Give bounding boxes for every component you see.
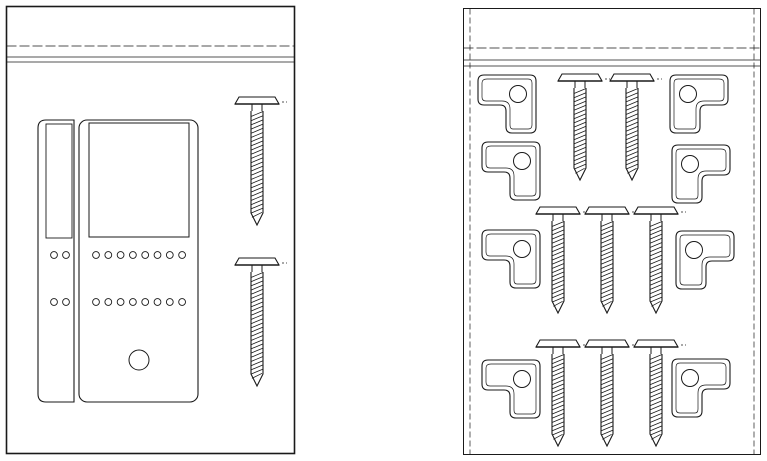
right-screw-7-shank bbox=[600, 354, 614, 448]
right-screw-4 bbox=[584, 206, 637, 315]
right-screw-3-head bbox=[535, 206, 581, 215]
bracket-3-hole bbox=[513, 152, 531, 170]
call-button bbox=[128, 349, 150, 371]
side-button-row1-2 bbox=[62, 251, 70, 259]
bracket-4 bbox=[671, 144, 731, 204]
left-screws bbox=[234, 96, 287, 388]
left-parts-bag bbox=[5, 5, 296, 455]
right-screw-4-head bbox=[584, 206, 630, 215]
right-screw-8-head bbox=[633, 339, 679, 348]
right-screw-4-thread bbox=[600, 221, 614, 307]
monitor-button-row2-1 bbox=[92, 298, 100, 306]
monitor-button-row2-6 bbox=[153, 298, 162, 306]
right-screw-6 bbox=[535, 339, 588, 448]
monitor-buttons bbox=[92, 251, 186, 306]
right-screw-7 bbox=[584, 339, 637, 448]
right-screw-3 bbox=[535, 206, 588, 315]
right-screw-2-thread bbox=[625, 88, 639, 174]
side-button-row2-1 bbox=[50, 298, 58, 306]
right-screw-3-thread bbox=[551, 221, 565, 307]
monitor-button-row1-1 bbox=[92, 251, 100, 259]
bracket-3-outline bbox=[481, 141, 541, 201]
side-button-row2-2 bbox=[62, 298, 70, 306]
right-screw-5-head bbox=[633, 206, 679, 215]
monitor-button-row2-2 bbox=[104, 298, 113, 306]
monitor-screen bbox=[88, 122, 190, 238]
bracket-2-hole bbox=[679, 85, 697, 103]
right-screw-1-thread bbox=[573, 88, 587, 174]
right-screw-1-head bbox=[557, 73, 603, 82]
left-screw-1 bbox=[234, 96, 287, 227]
bracket-5 bbox=[481, 229, 541, 289]
monitor-button-row2-3 bbox=[116, 298, 125, 306]
handset-window bbox=[45, 123, 73, 239]
bracket-4-outline bbox=[671, 144, 731, 204]
bracket-8 bbox=[671, 358, 731, 418]
right-screw-7-thread bbox=[600, 354, 614, 440]
right-parts-bag bbox=[463, 8, 761, 455]
right-screw-8-thread bbox=[649, 354, 663, 440]
bracket-1-outline bbox=[477, 74, 537, 134]
left-screw-2 bbox=[234, 257, 287, 388]
side-button-row1-1 bbox=[50, 251, 58, 259]
monitor-body bbox=[78, 119, 199, 403]
bracket-6-hole bbox=[685, 241, 703, 259]
monitor-button-row1-7 bbox=[165, 251, 174, 259]
right-screw-4-shank bbox=[600, 221, 614, 315]
monitor-button-row1-8 bbox=[178, 251, 186, 259]
bracket-6 bbox=[675, 230, 735, 290]
left-screw-1-thread bbox=[250, 111, 264, 218]
bracket-2 bbox=[669, 74, 729, 134]
right-screw-1 bbox=[557, 73, 610, 182]
right-screw-2-shank bbox=[625, 88, 639, 182]
bracket-5-hole bbox=[513, 240, 531, 258]
right-screw-8-shank bbox=[649, 354, 663, 448]
bracket-3 bbox=[481, 141, 541, 201]
right-screw-5 bbox=[633, 206, 686, 315]
bracket-5-outline bbox=[481, 229, 541, 289]
bracket-1 bbox=[477, 74, 537, 134]
handset-side-panel bbox=[37, 119, 75, 403]
bracket-7-hole bbox=[513, 370, 531, 388]
monitor-button-row1-5 bbox=[141, 251, 150, 259]
right-screw-3-shank bbox=[551, 221, 565, 315]
left-screw-2-head bbox=[234, 257, 280, 266]
mounting-brackets bbox=[477, 74, 735, 419]
bracket-7 bbox=[481, 359, 541, 419]
bracket-7-outline bbox=[481, 359, 541, 419]
monitor-button-row2-8 bbox=[178, 298, 186, 306]
intercom-monitor-unit bbox=[37, 119, 199, 403]
side-panel-buttons bbox=[50, 251, 70, 306]
bracket-1-hole bbox=[509, 85, 527, 103]
right-screw-8 bbox=[633, 339, 686, 448]
bracket-6-outline bbox=[675, 230, 735, 290]
monitor-button-row1-2 bbox=[104, 251, 113, 259]
right-screw-2-head bbox=[609, 73, 655, 82]
bracket-2-outline bbox=[669, 74, 729, 134]
monitor-button-row1-6 bbox=[153, 251, 162, 259]
monitor-button-row2-4 bbox=[129, 298, 137, 306]
left-bag-outline bbox=[5, 5, 296, 455]
right-screw-5-thread bbox=[649, 221, 663, 307]
left-screw-1-head bbox=[234, 96, 280, 105]
right-screw-6-shank bbox=[551, 354, 565, 448]
right-screw-7-head bbox=[584, 339, 630, 348]
bracket-4-hole bbox=[681, 155, 699, 173]
monitor-button-row1-3 bbox=[116, 251, 125, 259]
right-screws bbox=[535, 73, 686, 448]
monitor-button-row1-4 bbox=[129, 251, 137, 259]
right-bag-outline bbox=[463, 8, 761, 455]
right-screw-6-head bbox=[535, 339, 581, 348]
monitor-button-row2-7 bbox=[165, 298, 174, 306]
right-screw-5-shank bbox=[649, 221, 663, 315]
monitor-button-row2-5 bbox=[141, 298, 150, 306]
right-screw-6-thread bbox=[551, 354, 565, 440]
bracket-8-outline bbox=[671, 358, 731, 418]
bracket-8-hole bbox=[681, 369, 699, 387]
left-screw-2-thread bbox=[250, 272, 264, 379]
right-screw-2 bbox=[609, 73, 662, 182]
right-screw-1-shank bbox=[573, 88, 587, 182]
